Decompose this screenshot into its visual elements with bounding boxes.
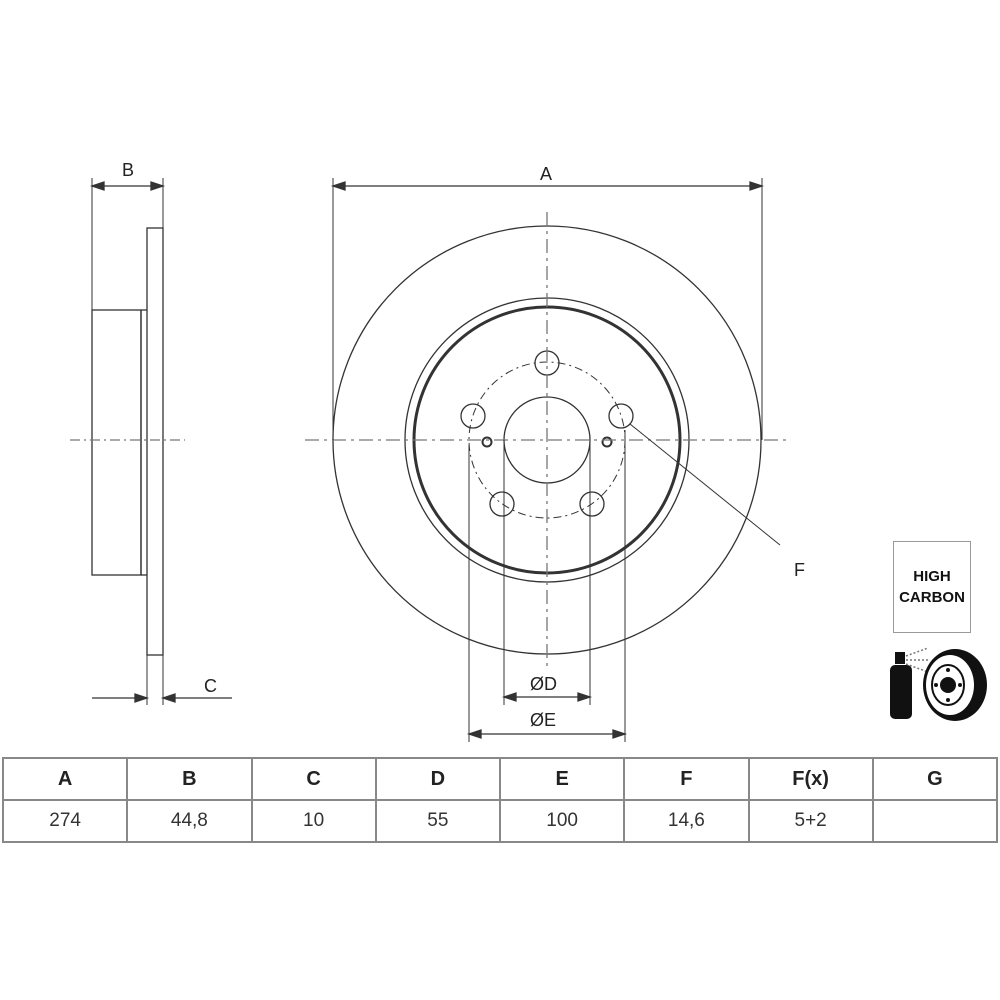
dimensions-table: A B C D E F F(x) G 274 44,8 10 55 100 14… [1,757,999,843]
header-cell: D [374,757,502,801]
dimension-label-a: A [540,164,552,184]
badge-line-1: HIGH [913,568,951,585]
value-cell: 5+2 [747,799,874,843]
brake-disc-drawing: B C A F ØD ØE [70,160,987,742]
table-header-row: A B C D E F F(x) G [1,757,999,801]
header-cell: C [250,757,377,801]
value-cell: 274 [1,799,129,843]
header-cell: A [1,757,129,801]
header-cell: F [623,757,750,801]
dimension-label-c: C [204,676,217,696]
header-cell: E [498,757,626,801]
badge-line-2: CARBON [899,589,965,606]
value-cell: 10 [250,799,377,843]
spray-coating-icon [890,647,987,721]
side-view [70,178,232,705]
dimension-label-f: F [794,560,805,580]
value-cell: 100 [498,799,626,843]
dimension-label-b: B [122,160,134,180]
header-cell: B [126,757,253,801]
high-carbon-badge: HIGH CARBON [893,541,971,633]
dimension-label-e: ØE [530,710,556,730]
table-row: 274 44,8 10 55 100 14,6 5+2 [1,799,999,843]
value-cell [871,799,999,843]
value-cell: 14,6 [623,799,750,843]
value-cell: 55 [374,799,502,843]
dimension-label-d: ØD [530,674,557,694]
header-cell: G [871,757,999,801]
front-view [305,178,790,742]
value-cell: 44,8 [126,799,253,843]
header-cell: F(x) [747,757,874,801]
